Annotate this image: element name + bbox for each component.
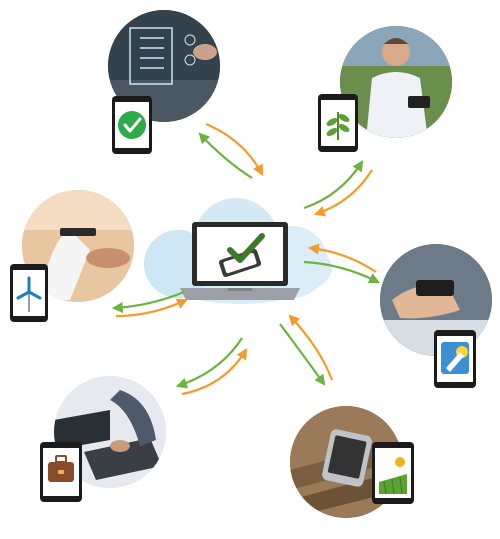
handshake-photo: [22, 190, 134, 302]
checkmark-phone-icon: [218, 233, 265, 277]
wind-turbine-icon: [16, 276, 42, 312]
node-scientist: [318, 26, 452, 152]
tablet-device: [372, 442, 414, 504]
sync-arrows: [111, 122, 380, 396]
tablet-device: [40, 442, 82, 502]
tablet-device: [318, 94, 358, 152]
briefcase-icon: [48, 455, 74, 482]
laptop-hub: [180, 222, 300, 300]
node-handshake: [10, 190, 134, 322]
node-field: [290, 406, 414, 518]
tablet-device: [112, 96, 152, 154]
tablet-device: [10, 264, 48, 322]
plant-leaves-icon: [326, 112, 350, 140]
sun-field-icon: [379, 457, 407, 495]
tablet-device: [434, 330, 476, 388]
node-desk: [40, 376, 166, 502]
green-check-icon: [118, 111, 146, 139]
weather-app-icon: [441, 342, 469, 374]
node-smartphone: [380, 244, 492, 388]
node-checklist: [108, 10, 220, 154]
